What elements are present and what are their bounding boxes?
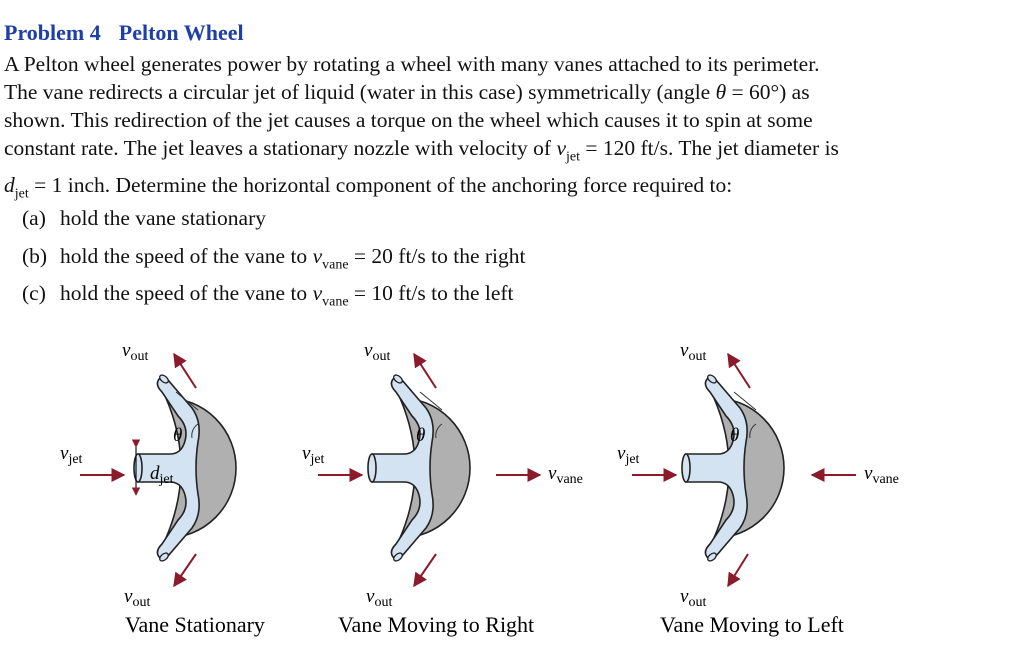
angle-ref-line [419, 391, 443, 411]
v-jet-label: vjet [302, 443, 325, 467]
vane-jet-shape [367, 372, 471, 564]
caption-moving-left: Vane Moving to Left [660, 612, 844, 637]
out-subscript: out [688, 595, 706, 610]
v-out-label-lower: vout [124, 586, 150, 610]
statement-line-1: A Pelton wheel generates power by rotati… [4, 52, 820, 76]
v-vane-label: vvane [864, 463, 899, 487]
item-text: hold the speed of the vane to [60, 281, 313, 305]
jet-subscript: jet [67, 452, 82, 467]
vane-subscript: vane [322, 256, 349, 272]
d-jet-label: djet [150, 463, 174, 487]
theta-arc [749, 423, 757, 439]
jet-subscript: jet [159, 472, 174, 487]
pelton-figure: θ djet vjet vout vout Vane Stationary θ … [60, 340, 899, 637]
v-out-arrow-lower [727, 553, 749, 588]
item-text: hold the vane stationary [60, 206, 266, 230]
d-symbol: d [150, 463, 160, 484]
statement-text: = 120 ft/s. The jet diameter is [579, 136, 839, 160]
v-symbol: v [312, 281, 323, 305]
theta-arc [435, 423, 443, 439]
v-symbol: v [548, 463, 557, 484]
item-marker: (a) [22, 206, 46, 230]
statement-line-5: djet = 1 inch. Determine the horizontal … [4, 171, 1004, 208]
v-out-arrow-upper [413, 352, 437, 389]
v-symbol: v [680, 586, 689, 607]
angle-ref-line [733, 391, 757, 411]
statement-line-2: The vane redirects a circular jet of liq… [4, 78, 1004, 106]
statement-text: = 1 inch. Determine the horizontal compo… [28, 173, 733, 198]
panel-moving-left: θ vjet vvane vout vout Vane Moving to Le… [617, 340, 899, 637]
out-subscript: out [130, 349, 148, 364]
jet-subscript: jet [309, 452, 324, 467]
problem-title: Pelton Wheel [118, 20, 244, 45]
problem-number: Problem 4 [4, 20, 101, 45]
v-symbol: v [312, 243, 323, 268]
out-subscript: out [688, 349, 706, 364]
statement-line-3: shown. This redirection of the jet cause… [4, 108, 813, 132]
panel-moving-right: θ vjet vvane vout vout Vane Moving to Ri… [302, 340, 583, 637]
v-symbol: v [122, 340, 131, 361]
v-jet-label: vjet [617, 443, 640, 467]
v-symbol: v [366, 586, 375, 607]
caption-moving-right: Vane Moving to Right [338, 612, 534, 637]
vane-subscript: vane [322, 294, 349, 310]
v-symbol: v [617, 443, 626, 464]
v-symbol: v [680, 340, 689, 361]
problem-statement: A Pelton wheel generates power by rotati… [4, 50, 1004, 209]
list-item: (a) hold the vane stationary [22, 206, 526, 244]
list-item: (c) hold the speed of the vane to vvane =… [22, 281, 526, 319]
v-out-label-upper: vout [680, 340, 706, 364]
v-symbol: v [864, 463, 873, 484]
item-text: = 10 ft/s to the left [348, 281, 514, 305]
v-out-label-upper: vout [122, 340, 148, 364]
jet-subscript: jet [14, 186, 29, 202]
out-subscript: out [372, 349, 390, 364]
v-symbol: v [124, 586, 133, 607]
item-marker: (b) [22, 243, 48, 268]
list-item: (b) hold the speed of the vane to vvane =… [22, 244, 526, 282]
item-text: = 20 ft/s to the right [348, 243, 526, 268]
theta-label: θ [730, 425, 739, 446]
v-out-arrow-upper [173, 352, 197, 389]
v-out-arrow-upper [727, 352, 751, 389]
item-text: hold the speed of the vane to [60, 243, 313, 268]
v-out-label-lower: vout [680, 586, 706, 610]
v-symbol: v [556, 136, 566, 160]
theta-arc [191, 423, 199, 439]
angle-ref-line [175, 391, 199, 411]
theta-label: θ [173, 425, 182, 446]
jet-subscript: jet [565, 149, 580, 165]
vane-subscript: vane [556, 472, 582, 487]
statement-text: constant rate. The jet leaves a stationa… [4, 136, 557, 160]
question-list: (a) hold the vane stationary (b) hold the … [22, 206, 526, 319]
v-symbol: v [60, 443, 69, 464]
statement-text: The vane redirects a circular jet of liq… [4, 80, 716, 104]
v-out-arrow-lower [413, 553, 437, 588]
v-symbol: v [364, 340, 373, 361]
theta-symbol: θ [715, 80, 727, 104]
panel-stationary: θ djet vjet vout vout Vane Stationary [60, 340, 265, 637]
theta-label: θ [416, 425, 425, 446]
caption-stationary: Vane Stationary [125, 612, 265, 637]
statement-line-4: constant rate. The jet leaves a stationa… [4, 134, 1004, 171]
v-vane-label: vvane [548, 463, 583, 487]
vane-subscript: vane [872, 472, 898, 487]
v-out-label-lower: vout [366, 586, 392, 610]
out-subscript: out [374, 595, 392, 610]
problem-heading: Problem 4 Pelton Wheel [4, 20, 244, 46]
jet-subscript: jet [624, 452, 639, 467]
d-symbol: d [4, 173, 15, 198]
statement-text: = 60°) as [726, 80, 810, 104]
v-out-label-upper: vout [364, 340, 390, 364]
v-symbol: v [302, 443, 311, 464]
out-subscript: out [132, 595, 150, 610]
v-out-arrow-lower [173, 553, 197, 588]
item-marker: (c) [22, 281, 46, 305]
vane-jet-shape [681, 372, 785, 564]
v-jet-label: vjet [60, 443, 83, 467]
